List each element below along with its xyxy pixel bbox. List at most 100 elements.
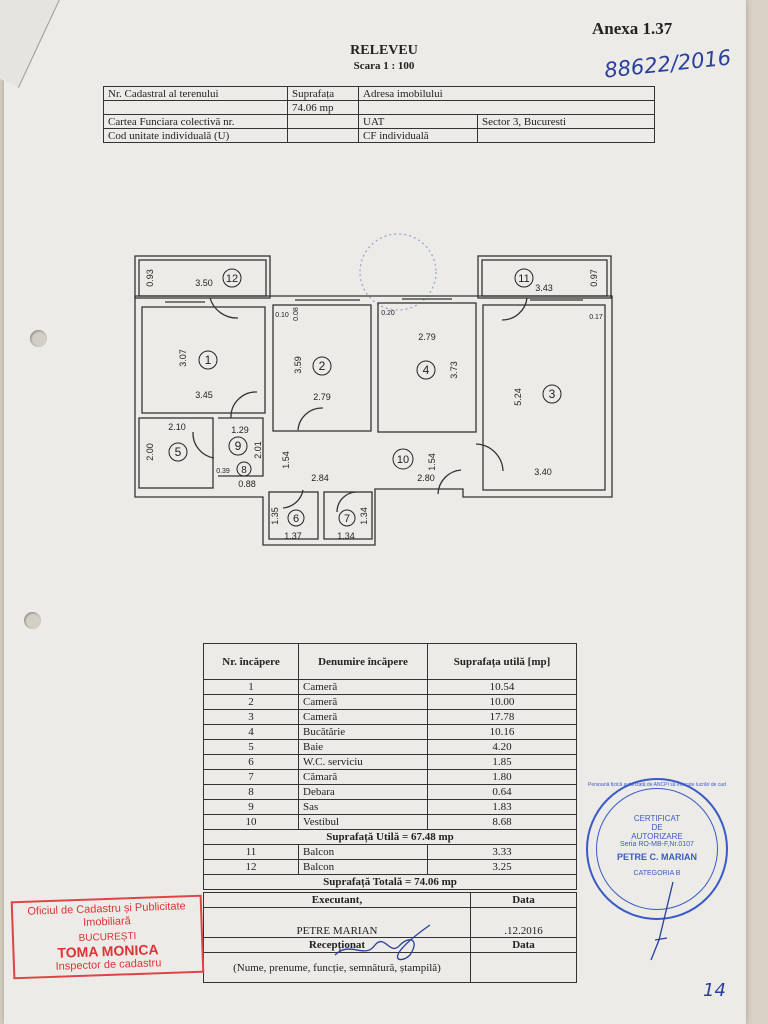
dimension: 0.17 bbox=[589, 314, 603, 321]
room-number-4: 4 bbox=[416, 360, 436, 380]
executant-date-label: Data bbox=[470, 892, 577, 908]
svg-text:11: 11 bbox=[518, 273, 529, 285]
dimension: 3.59 bbox=[293, 356, 303, 374]
dimension: 0.08 bbox=[293, 307, 300, 321]
room-area: 3.25 bbox=[427, 859, 577, 875]
signature-note: (Nume, prenume, funcție, semnătură, ștam… bbox=[203, 952, 471, 983]
blue-authorization-stamp: Persoană fizică autorizată de ANCPI să e… bbox=[586, 778, 728, 920]
header-room-area: Suprafața utilă [mp] bbox=[427, 643, 577, 680]
room-number-8: 8 bbox=[236, 461, 252, 477]
room-name: Balcon bbox=[298, 844, 428, 860]
document-title: RELEVEU bbox=[350, 43, 418, 58]
room-9-outline bbox=[218, 417, 264, 477]
dimension: 0.10 bbox=[275, 312, 289, 319]
dimension: 1.54 bbox=[281, 451, 291, 469]
punch-hole bbox=[30, 330, 47, 347]
faded-stamp-mark bbox=[359, 233, 437, 311]
annex-label: Anexa 1.37 bbox=[592, 19, 673, 38]
signature-scribble bbox=[334, 924, 431, 961]
room-area: 1.83 bbox=[427, 799, 577, 815]
dimension: 3.73 bbox=[449, 361, 459, 379]
dimension: 3.40 bbox=[534, 467, 552, 477]
rooms-table: Nr. încăpere Denumire încăpere Suprafața… bbox=[203, 643, 577, 890]
door-swing bbox=[230, 391, 258, 419]
balcony-11-outline bbox=[477, 255, 612, 299]
room-number-11: 11 bbox=[514, 268, 534, 288]
blue-stamp-ring-text: Persoană fizică autorizată de ANCPI să e… bbox=[588, 782, 726, 788]
room-number-7: 7 bbox=[338, 509, 356, 527]
useful-area-total: Suprafață Utilă = 67.48 mp bbox=[203, 829, 577, 845]
room-number-1: 1 bbox=[198, 350, 218, 370]
room-name: Sas bbox=[298, 799, 428, 815]
dimension: 2.00 bbox=[145, 443, 155, 461]
room-number-10: 10 bbox=[392, 448, 414, 470]
room-area: 8.68 bbox=[427, 814, 577, 830]
punch-hole bbox=[24, 612, 41, 629]
room-7-outline bbox=[323, 491, 373, 540]
room-area: 10.16 bbox=[427, 724, 577, 740]
door-swing bbox=[209, 297, 239, 319]
dimension: 3.07 bbox=[178, 349, 188, 367]
room-name: Baie bbox=[298, 739, 428, 755]
svg-text:10: 10 bbox=[397, 454, 409, 466]
dimension: 5.24 bbox=[513, 388, 523, 406]
dimension: 2.01 bbox=[253, 441, 263, 459]
room-numbers: 1 2 3 4 5 6 7 8 9 10 11 12 bbox=[168, 268, 562, 527]
scale-label: Scara 1 : 100 bbox=[353, 60, 415, 72]
room-number: 12 bbox=[203, 859, 299, 875]
cf-individual-label: CF individuală bbox=[358, 128, 478, 143]
svg-text:6: 6 bbox=[293, 513, 299, 525]
dimension: 1.54 bbox=[427, 453, 437, 471]
apartment-outline bbox=[134, 295, 613, 546]
svg-text:1: 1 bbox=[205, 353, 212, 367]
executant-name: PETRE MARIAN bbox=[203, 907, 471, 938]
cf-collective-label: Cartea Funciara colectivă nr. bbox=[103, 114, 288, 129]
executant-label: Executant, bbox=[203, 892, 471, 908]
dimension: 0.20 bbox=[381, 310, 395, 317]
dimension: 2.80 bbox=[417, 473, 435, 483]
red-inspector-stamp: Oficiul de Cadastru și Publicitate Imobi… bbox=[10, 894, 205, 980]
room-number-3: 3 bbox=[542, 384, 562, 404]
room-area: 1.85 bbox=[427, 754, 577, 770]
svg-text:3: 3 bbox=[549, 387, 556, 401]
header-room-name: Denumire încăpere bbox=[298, 643, 428, 680]
dimension: 3.43 bbox=[535, 283, 553, 293]
dimension: 0.39 bbox=[216, 468, 230, 475]
room-number-9: 9 bbox=[228, 436, 248, 456]
room-number: 1 bbox=[203, 679, 299, 695]
grand-total-area: Suprafață Totală = 74.06 mp bbox=[203, 874, 577, 890]
door-swing bbox=[297, 407, 324, 431]
room-name: Debara bbox=[298, 784, 428, 800]
header-room-number: Nr. încăpere bbox=[203, 643, 299, 680]
room-area: 3.33 bbox=[427, 844, 577, 860]
dimension: 0.97 bbox=[589, 269, 599, 287]
door-swing bbox=[336, 491, 357, 513]
room-6-outline bbox=[268, 491, 319, 540]
door-swing bbox=[501, 297, 528, 321]
room-area: 10.54 bbox=[427, 679, 577, 695]
svg-text:2: 2 bbox=[319, 359, 326, 373]
room-5-outline bbox=[138, 417, 214, 489]
room-area: 10.00 bbox=[427, 694, 577, 710]
dimension: 1.35 bbox=[270, 507, 280, 525]
room-number-6: 6 bbox=[287, 509, 305, 527]
room-number: 10 bbox=[203, 814, 299, 830]
room-number: 5 bbox=[203, 739, 299, 755]
room-area: 1.80 bbox=[427, 769, 577, 785]
unit-code-label: Cod unitate individuală (U) bbox=[103, 128, 288, 143]
dimension: 2.79 bbox=[418, 332, 436, 342]
door-swing bbox=[437, 469, 462, 495]
room-name: Bucătărie bbox=[298, 724, 428, 740]
dimension: 1.34 bbox=[337, 531, 355, 541]
floor-plan: 1 2 3 4 5 6 7 8 9 10 11 12 0.93 3.50 0.9… bbox=[134, 233, 613, 546]
room-number: 9 bbox=[203, 799, 299, 815]
room-name: Cameră bbox=[298, 679, 428, 695]
cf-individual-value bbox=[477, 128, 655, 143]
